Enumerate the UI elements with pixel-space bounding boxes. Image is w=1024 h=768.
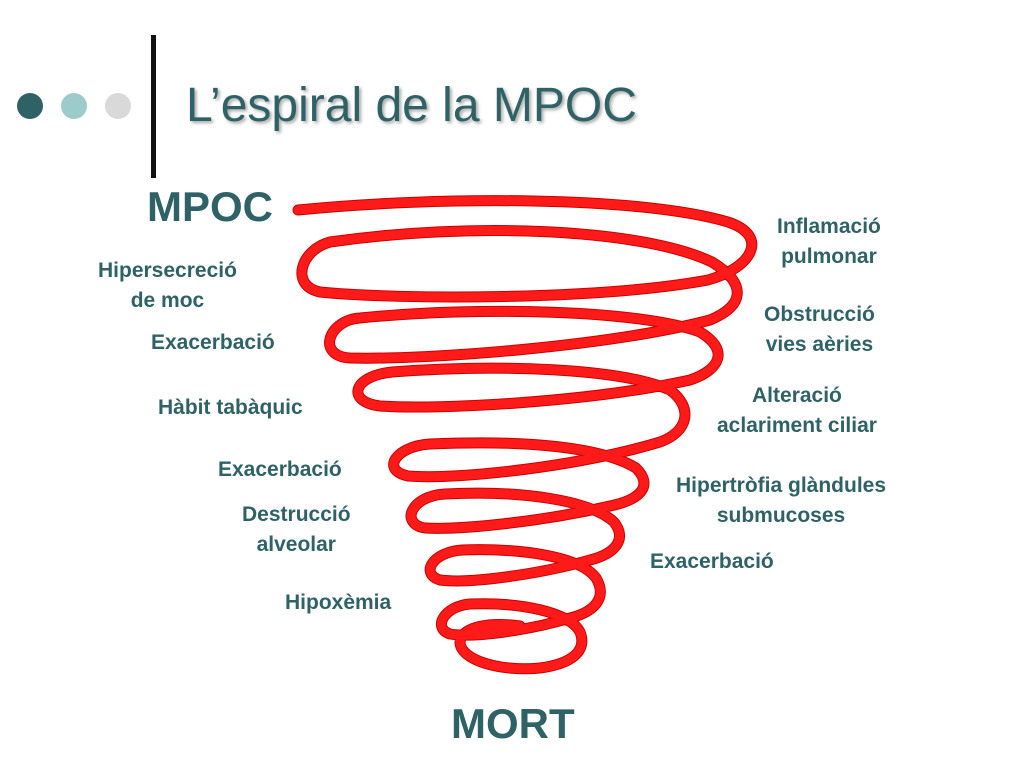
- label-exacerbacio-3: Exacerbació: [650, 550, 774, 573]
- title-divider: [151, 35, 156, 178]
- label-habit-tabaquic: Hàbit tabàquic: [158, 396, 303, 419]
- label-alteracio-ciliar: Alteració aclariment ciliar: [717, 384, 877, 437]
- label-hipoxemia: Hipoxèmia: [285, 591, 392, 614]
- label-obstruccio-vies: Obstrucció vies aèries: [764, 303, 875, 356]
- label-inflamacio-pulmonar: Inflamació pulmonar: [777, 215, 881, 268]
- label-hipersecrecio: Hipersecreció de moc: [98, 259, 237, 312]
- slide-title: L’espiral de la MPOC: [186, 79, 637, 132]
- label-destruccio-alveolar: Destrucció alveolar: [242, 503, 351, 556]
- mort-label: MORT: [451, 700, 575, 747]
- dark-dot-icon: [17, 93, 43, 119]
- label-exacerbacio-2: Exacerbació: [218, 458, 342, 481]
- label-exacerbacio-1: Exacerbació: [151, 331, 275, 354]
- teal-dot-icon: [61, 93, 87, 119]
- grey-dot-icon: [105, 93, 131, 119]
- mpoc-label: MPOC: [147, 183, 273, 230]
- label-hipertrofia-glandules: Hipertròfia glàndules submucoses: [676, 474, 887, 527]
- spiral-path: [293, 196, 757, 674]
